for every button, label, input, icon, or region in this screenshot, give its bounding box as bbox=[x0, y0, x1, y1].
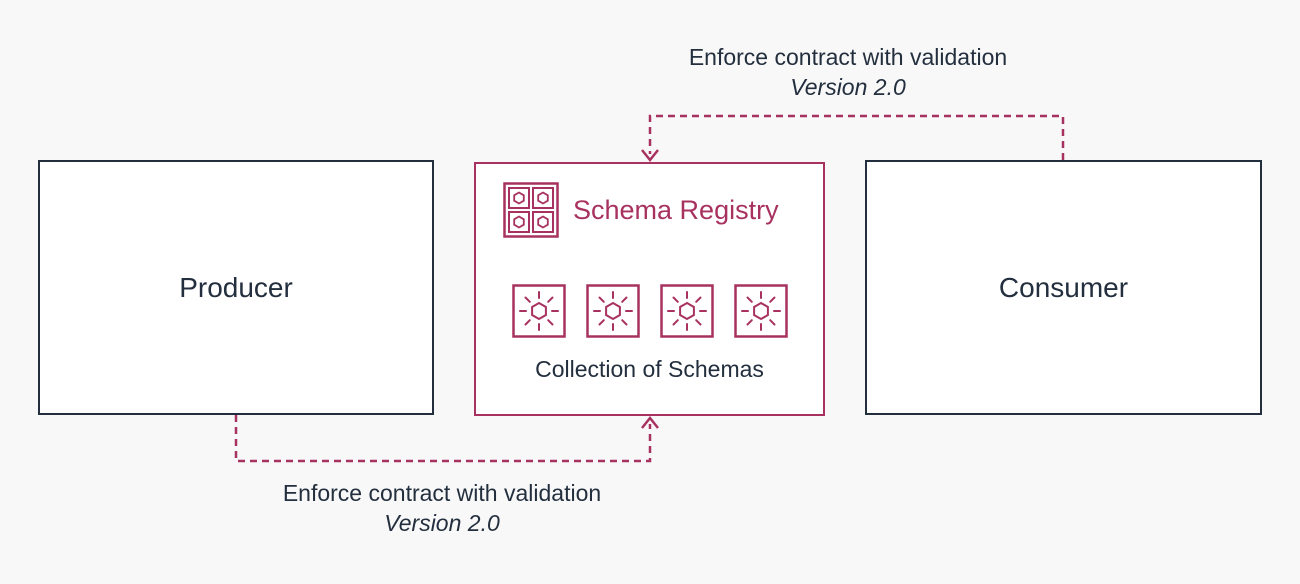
schema-registry-header: Schema Registry bbox=[503, 182, 779, 238]
schema-icon bbox=[512, 284, 566, 338]
top-connector-line bbox=[648, 114, 1065, 160]
bottom-connector-line bbox=[234, 415, 652, 463]
schema-collection bbox=[512, 284, 788, 338]
bottom-connector-text: Enforce contract with validation bbox=[282, 480, 602, 506]
schema-registry-title: Schema Registry bbox=[573, 194, 779, 225]
schema-icon bbox=[734, 284, 788, 338]
schema-registry-icon bbox=[503, 182, 559, 238]
top-connector-arrowhead bbox=[641, 149, 659, 163]
bottom-connector-label: Enforce contract with validation Version… bbox=[242, 478, 642, 538]
producer-box: Producer bbox=[38, 160, 434, 415]
producer-label: Producer bbox=[179, 271, 293, 303]
consumer-box: Consumer bbox=[865, 160, 1262, 415]
bottom-connector-version: Version 2.0 bbox=[384, 510, 500, 536]
schema-icon bbox=[586, 284, 640, 338]
top-connector-label: Enforce contract with validation Version… bbox=[648, 42, 1048, 102]
schema-icon bbox=[660, 284, 714, 338]
bottom-connector-arrowhead bbox=[641, 415, 659, 429]
top-connector-text: Enforce contract with validation bbox=[688, 44, 1008, 70]
consumer-label: Consumer bbox=[998, 271, 1129, 303]
schema-registry-box: Schema Registry bbox=[474, 162, 825, 416]
collection-label: Collection of Schemas bbox=[535, 356, 764, 382]
top-connector-version: Version 2.0 bbox=[790, 74, 906, 100]
